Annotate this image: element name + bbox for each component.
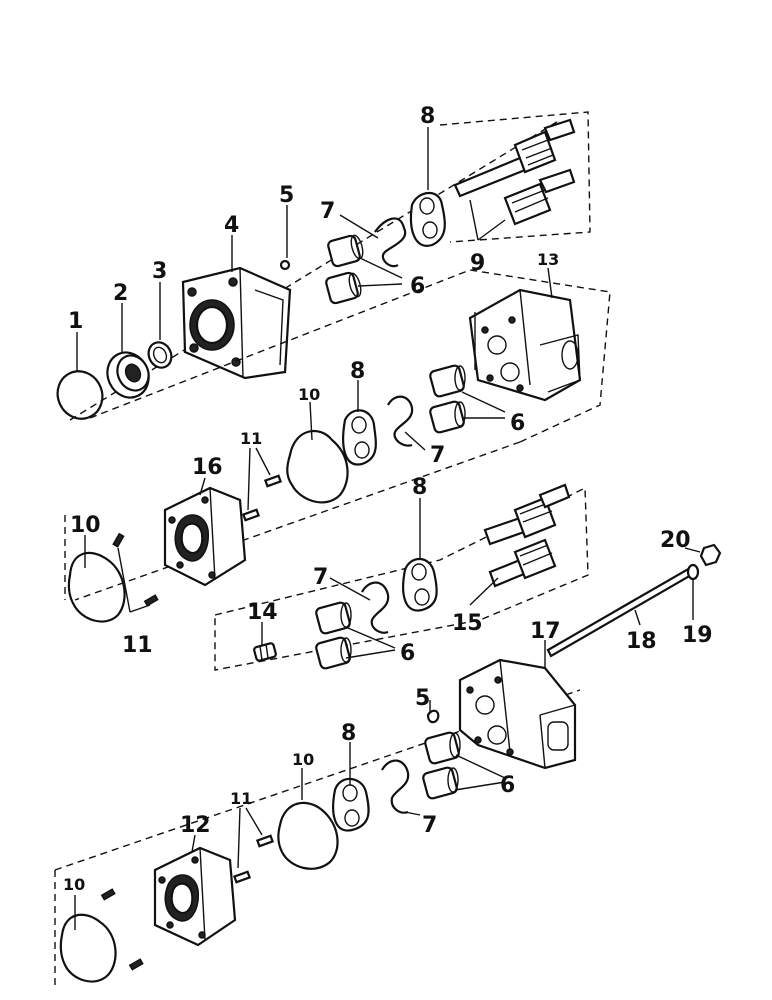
pump-body-lower — [458, 658, 577, 770]
pump-body-13 — [468, 288, 582, 402]
callout-1: 1 — [68, 309, 83, 334]
callout-18: 18 — [626, 629, 657, 654]
assembly-outline-2 — [74, 269, 611, 601]
gear-housing-16 — [163, 486, 247, 587]
bearing-2 — [106, 351, 150, 399]
callout-8-third: 8 — [412, 475, 427, 500]
pin-11d — [143, 594, 159, 607]
leader-lines — [74, 127, 701, 930]
callout-9: 9 — [470, 251, 485, 276]
callout-14: 14 — [247, 600, 278, 625]
callout-17: 17 — [530, 619, 561, 644]
callout-13: 13 — [537, 250, 559, 269]
callout-15: 15 — [452, 611, 483, 636]
callout-5-bottom: 5 — [415, 686, 430, 711]
callout-7-bottom: 7 — [422, 813, 437, 838]
callout-16: 16 — [192, 455, 223, 480]
gasket-10-mid — [286, 430, 349, 504]
callout-7-third: 7 — [313, 565, 328, 590]
callout-8-mid: 8 — [350, 359, 365, 384]
gear-housing-12 — [153, 846, 237, 947]
pin-11h — [128, 958, 144, 971]
callout-7-mid: 7 — [430, 443, 445, 468]
callout-12: 12 — [180, 813, 211, 838]
callout-4: 4 — [224, 213, 239, 238]
wear-plate-8-top — [409, 191, 446, 247]
wire-seal-7-bottom — [381, 759, 410, 814]
callout-3: 3 — [152, 259, 167, 284]
wear-plate-8-mid — [342, 409, 377, 466]
callout-11-bottom: 11 — [230, 789, 252, 808]
bushings-6-lower — [315, 601, 352, 670]
callout-19: 19 — [682, 623, 713, 648]
callout-10-bottom-left: 10 — [63, 875, 85, 894]
nut-20 — [699, 543, 722, 567]
callout-6: 6 — [410, 274, 425, 299]
callout-10-mid: 10 — [298, 385, 320, 404]
wear-plate-8-lower — [402, 557, 438, 612]
pin-11c — [112, 532, 125, 548]
plug-5-top — [279, 259, 291, 271]
callout-7: 7 — [320, 199, 335, 224]
callout-6-third: 6 — [400, 641, 415, 666]
check-valve-14 — [253, 642, 277, 662]
callout-20: 20 — [660, 528, 691, 553]
seal-3 — [147, 341, 173, 369]
assembly-outline-top — [439, 111, 591, 243]
callout-10-left: 10 — [70, 513, 101, 538]
callout-10-bottom: 10 — [292, 750, 314, 769]
gear-shafts-9-top — [453, 118, 576, 226]
wear-plate-8-bottom — [332, 777, 370, 832]
gear-shafts-15 — [483, 483, 571, 588]
gasket-10-bottom — [277, 801, 339, 870]
callout-5: 5 — [279, 183, 294, 208]
dowel-pin-11b — [241, 508, 261, 522]
bushings-6-mid — [429, 364, 466, 434]
callout-6-bottom: 6 — [500, 773, 515, 798]
callout-6-mid: 6 — [510, 411, 525, 436]
callout-8-bottom: 8 — [341, 721, 356, 746]
gasket-10-left — [67, 551, 126, 623]
dowel-pin-11a — [263, 474, 283, 488]
wire-seal-7-mid — [387, 395, 414, 447]
callout-11-left: 11 — [122, 633, 153, 658]
callout-8: 8 — [420, 104, 435, 129]
assembly-outline-3 — [214, 486, 589, 671]
bushings-6-bottom — [422, 731, 461, 800]
callout-2: 2 — [113, 281, 128, 306]
callout-11-mid: 11 — [240, 429, 262, 448]
o-ring-1 — [56, 370, 104, 420]
wire-seal-7-top — [374, 217, 407, 268]
wire-seal-7-lower — [361, 581, 390, 634]
plug-5-bottom — [426, 709, 440, 724]
pin-11g — [100, 888, 116, 901]
dowel-pin-11e — [255, 834, 275, 848]
tie-bolt-18 — [546, 566, 695, 658]
tie-bolt-thread — [619, 567, 691, 609]
dowel-pin-11f — [232, 870, 252, 884]
bushings-6-top — [325, 234, 364, 305]
gasket-10-bottom-left — [59, 913, 117, 983]
washer-19 — [686, 563, 700, 581]
